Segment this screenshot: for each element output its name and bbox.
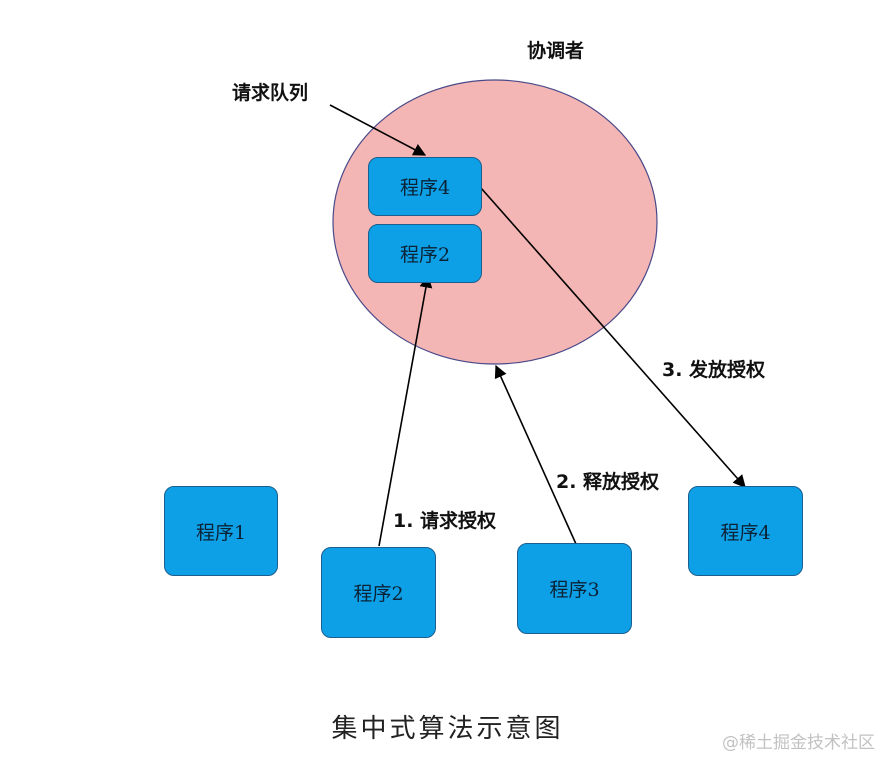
program-3-box: 程序3 <box>517 543 632 634</box>
coordinator-label: 协调者 <box>527 40 585 62</box>
request-arrow <box>378 274 433 547</box>
queue-item-program-2: 程序2 <box>368 224 482 283</box>
coordinator-circle <box>332 79 658 365</box>
program-1-box: 程序1 <box>164 486 278 576</box>
program-4-box: 程序4 <box>688 486 803 576</box>
queue-pointer-arrow <box>329 104 427 156</box>
step-request-label: 1. 请求授权 <box>393 510 497 532</box>
watermark: @稀土掘金技术社区 <box>722 733 875 753</box>
queue-item-program-4: 程序4 <box>368 157 482 216</box>
diagram-caption: 集中式算法示意图 <box>331 714 564 744</box>
release-arrow <box>494 364 577 545</box>
step-release-label: 2. 释放授权 <box>556 471 660 493</box>
program-2-box: 程序2 <box>321 547 436 638</box>
queue-label: 请求队列 <box>232 82 309 104</box>
step-grant-label: 3. 发放授权 <box>662 359 766 381</box>
grant-arrow <box>480 187 746 488</box>
